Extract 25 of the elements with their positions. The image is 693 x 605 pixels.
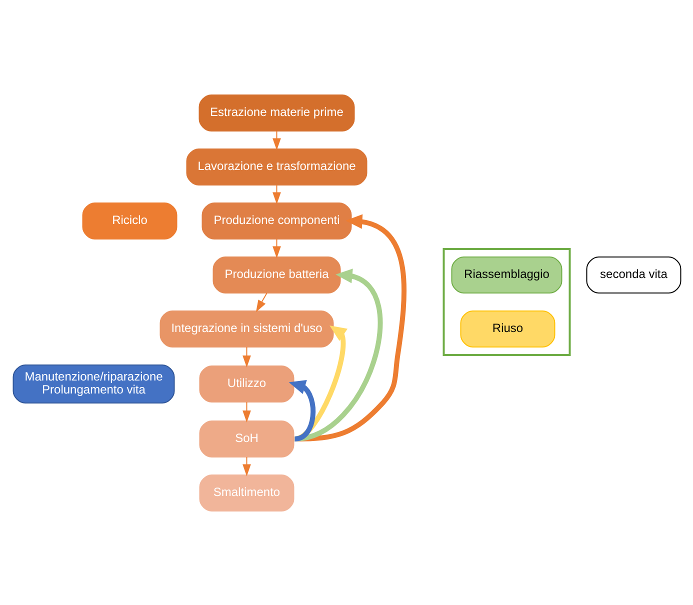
node-box: Manutenzione/riparazione Prolungamento vita bbox=[12, 364, 174, 403]
arrow bbox=[242, 456, 250, 476]
node-box: Riciclo bbox=[82, 202, 177, 239]
node-box: Produzione batteria bbox=[212, 256, 340, 293]
cluster bbox=[442, 248, 570, 356]
node-box: Integrazione in sistemi d'uso bbox=[159, 310, 334, 347]
node-box: Produzione componenti bbox=[201, 202, 352, 239]
node-box: Utilizzo bbox=[198, 365, 294, 402]
arrow bbox=[242, 346, 250, 367]
node-box: Riuso bbox=[460, 310, 555, 347]
arrow bbox=[288, 379, 316, 441]
node-box: Smaltimento bbox=[198, 474, 294, 511]
node-box: Riassemblaggio bbox=[450, 256, 562, 293]
node-box: seconda vita bbox=[586, 256, 681, 293]
arrow bbox=[294, 325, 348, 441]
node-box: Estrazione materie prime bbox=[198, 94, 354, 131]
node-box: Lavorazione e trasformazione bbox=[186, 148, 367, 185]
arrow bbox=[272, 130, 280, 150]
arrow bbox=[272, 238, 280, 258]
arrow bbox=[272, 184, 280, 204]
node-box: SoH bbox=[198, 420, 294, 457]
arrow bbox=[255, 292, 267, 312]
arrow bbox=[294, 214, 406, 441]
arrow bbox=[242, 401, 250, 422]
arrow bbox=[294, 268, 382, 441]
